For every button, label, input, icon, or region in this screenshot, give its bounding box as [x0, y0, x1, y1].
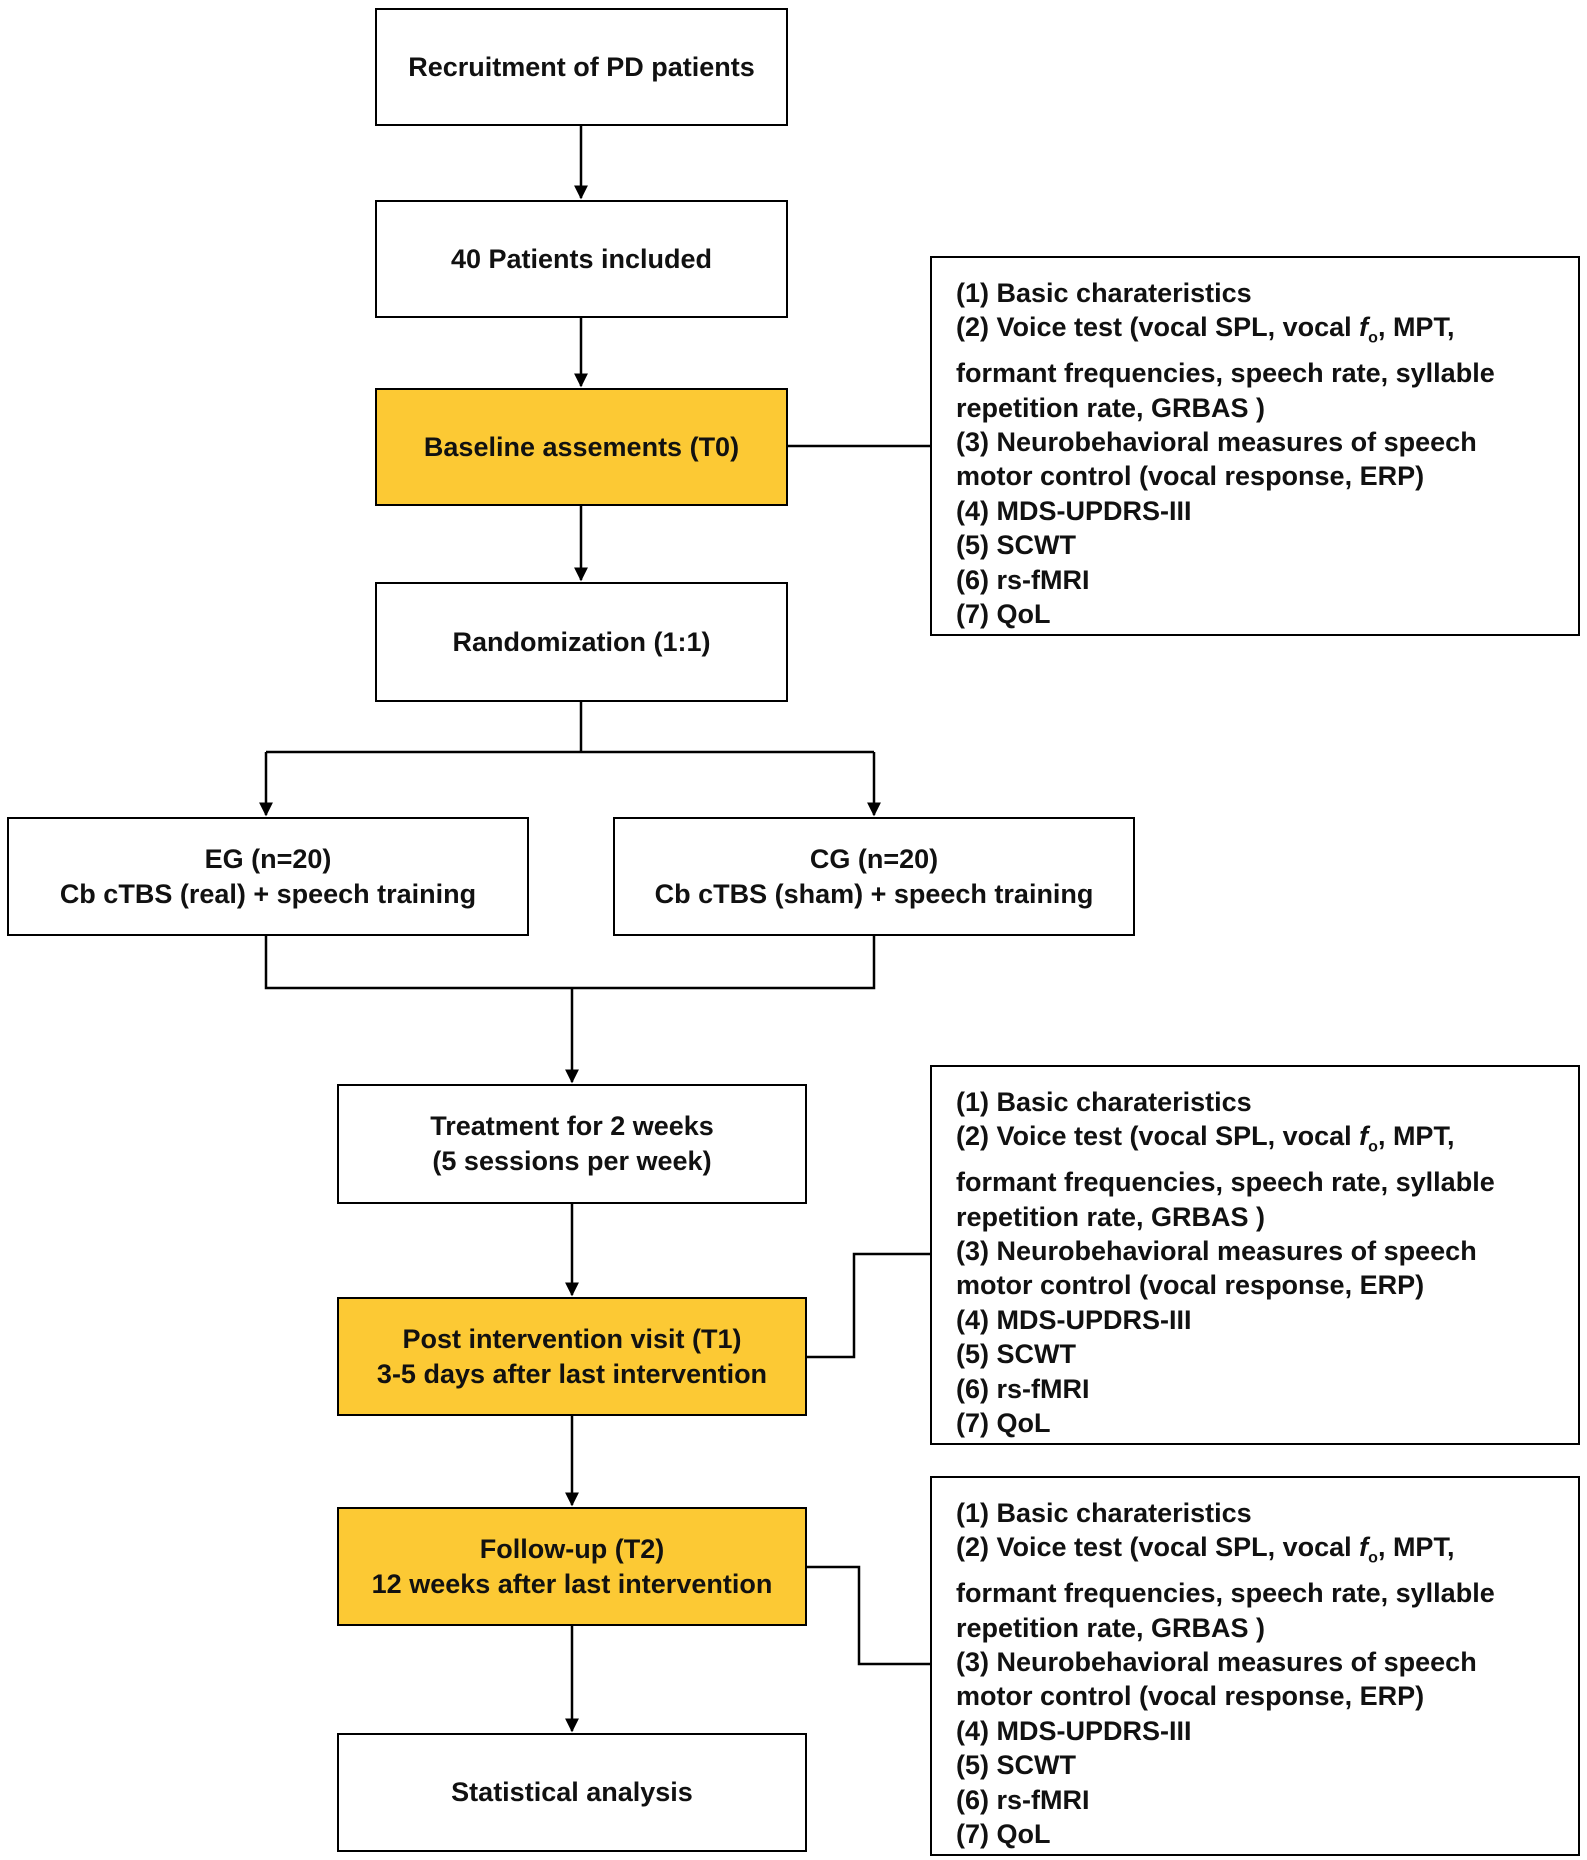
measure-basic: (1) Basic charateristics — [956, 278, 1252, 308]
randomization-box: Randomization (1:1) — [375, 582, 788, 702]
followup-box: Follow-up (T2) 12 weeks after last inter… — [337, 1507, 807, 1626]
measure-neuro: (3) Neurobehavioral measures of speech — [956, 1647, 1477, 1678]
included-box: 40 Patients included — [375, 200, 788, 318]
measure-scwt: (5) SCWT — [956, 530, 1076, 561]
measure-neuro: (3) Neurobehavioral measures of speech — [956, 427, 1477, 458]
cg-box: CG (n=20) Cb cTBS (sham) + speech traini… — [613, 817, 1135, 936]
measures-box-t1: (1) Basic charateristics (2) Voice test … — [930, 1065, 1580, 1445]
measure-updrs: (4) MDS-UPDRS-III — [956, 1304, 1192, 1335]
measure-voice-cont-1: formant frequencies, speech rate, syllab… — [956, 1578, 1495, 1609]
eg-box: EG (n=20) Cb cTBS (real) + speech traini… — [7, 817, 529, 936]
measure-basic: (1) Basic charateristics — [956, 1087, 1252, 1117]
measure-qol: (7) QoL — [956, 1408, 1051, 1439]
measure-fmri: (6) rs-fMRI — [956, 564, 1090, 595]
measure-updrs: (4) MDS-UPDRS-III — [956, 1715, 1192, 1746]
measure-fmri: (6) rs-fMRI — [956, 1784, 1090, 1815]
measure-voice: (2) Voice test (vocal SPL, vocal fo, MPT… — [956, 312, 1455, 347]
merge-line — [264, 936, 876, 990]
statistics-label: Statistical analysis — [451, 1777, 693, 1808]
followup-title: Follow-up (T2) — [479, 1533, 665, 1564]
measure-qol: (7) QoL — [956, 599, 1051, 630]
link-followup-measures — [807, 1565, 930, 1666]
followup-detail: 12 weeks after last intervention — [371, 1568, 773, 1599]
measure-updrs: (4) MDS-UPDRS-III — [956, 495, 1192, 526]
eg-description: Cb cTBS (real) + speech training — [59, 878, 477, 909]
recruitment-box: Recruitment of PD patients — [375, 8, 788, 126]
measure-voice-cont-2: repetition rate, GRBAS ) — [956, 392, 1266, 423]
cg-description: Cb cTBS (sham) + speech training — [654, 878, 1094, 909]
measure-neuro-cont: motor control (vocal response, ERP) — [956, 1270, 1425, 1301]
post-intervention-box: Post intervention visit (T1) 3-5 days af… — [337, 1297, 807, 1416]
measure-voice: (2) Voice test (vocal SPL, vocal fo, MPT… — [956, 1532, 1455, 1567]
measure-neuro-cont: motor control (vocal response, ERP) — [956, 1681, 1425, 1712]
measure-voice: (2) Voice test (vocal SPL, vocal fo, MPT… — [956, 1121, 1455, 1156]
treatment-box: Treatment for 2 weeks (5 sessions per we… — [337, 1084, 807, 1204]
randomization-label: Randomization (1:1) — [452, 626, 711, 657]
measure-basic: (1) Basic charateristics — [956, 1498, 1252, 1528]
eg-title: EG (n=20) — [204, 843, 332, 874]
measure-qol: (7) QoL — [956, 1819, 1051, 1850]
statistics-box: Statistical analysis — [337, 1733, 807, 1852]
measure-voice-cont-2: repetition rate, GRBAS ) — [956, 1612, 1266, 1643]
treatment-title: Treatment for 2 weeks — [430, 1111, 714, 1142]
recruitment-label: Recruitment of PD patients — [408, 51, 755, 82]
measure-neuro: (3) Neurobehavioral measures of speech — [956, 1236, 1477, 1267]
baseline-label: Baseline assements (T0) — [423, 431, 740, 462]
link-post-measures — [807, 1252, 930, 1359]
measures-box-baseline: (1) Basic charateristics (2) Voice test … — [930, 256, 1580, 636]
treatment-detail: (5 sessions per week) — [432, 1146, 712, 1176]
measures-box-t2: (1) Basic charateristics (2) Voice test … — [930, 1476, 1580, 1856]
baseline-box: Baseline assements (T0) — [375, 388, 788, 506]
measure-voice-cont-1: formant frequencies, speech rate, syllab… — [956, 1167, 1495, 1198]
measure-scwt: (5) SCWT — [956, 1339, 1076, 1370]
measure-fmri: (6) rs-fMRI — [956, 1373, 1090, 1404]
cg-title: CG (n=20) — [809, 843, 939, 874]
measure-neuro-cont: motor control (vocal response, ERP) — [956, 461, 1425, 492]
post-intervention-title: Post intervention visit (T1) — [402, 1323, 742, 1354]
measure-voice-cont-1: formant frequencies, speech rate, syllab… — [956, 358, 1495, 389]
post-intervention-detail: 3-5 days after last intervention — [376, 1358, 768, 1389]
measure-voice-cont-2: repetition rate, GRBAS ) — [956, 1201, 1266, 1232]
included-label: 40 Patients included — [450, 243, 713, 274]
measure-scwt: (5) SCWT — [956, 1750, 1076, 1781]
